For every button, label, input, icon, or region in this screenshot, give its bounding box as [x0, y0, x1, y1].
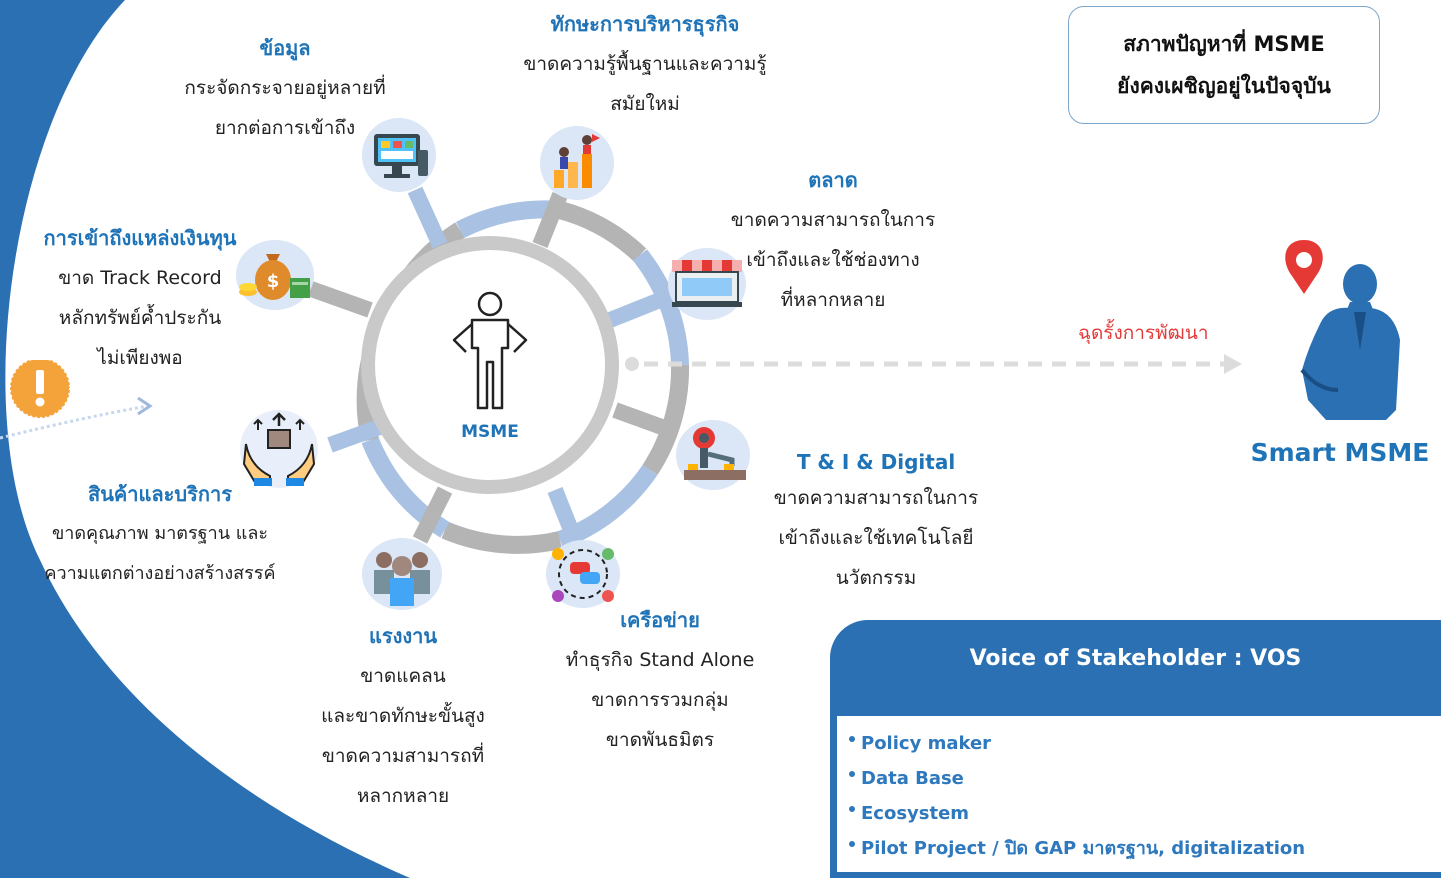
- bullet-icon: [849, 771, 855, 777]
- category-line: ทำธุรกิจ Stand Alone: [565, 649, 755, 671]
- network-chat-icon: [546, 540, 620, 608]
- category-line: เข้าถึงและใช้ช่องทาง: [746, 249, 920, 271]
- category-finance: การเข้าถึงแหล่งเงินทุน ขาด Track Record …: [20, 222, 260, 378]
- category-line: ขาดการรวมกลุ่ม: [591, 689, 729, 711]
- vos-item-text: Ecosystem: [861, 803, 970, 824]
- exclamation-icon: [0, 360, 153, 440]
- vos-item-text: Data Base: [861, 768, 964, 789]
- problem-box: สภาพปัญหาที่ MSME ยังคงเผชิญอยู่ในปัจจุบ…: [1068, 6, 1380, 124]
- category-product: สินค้าและบริการ ขาดคุณภาพ มาตรฐาน และ คว…: [10, 478, 310, 594]
- category-title: สินค้าและบริการ: [88, 482, 232, 506]
- problem-line-1: สภาพปัญหาที่ MSME: [1123, 32, 1325, 56]
- category-line: เข้าถึงและใช้เทคโนโลยี: [778, 527, 974, 549]
- problem-line-2: ยังคงเผชิญอยู่ในปัจจุบัน: [1117, 74, 1331, 98]
- hands-box-icon: [240, 410, 318, 488]
- category-tech: T & I & Digital ขาดความสามารถในการ เข้าถ…: [756, 450, 996, 598]
- category-line: และขาดทักษะขั้นสูง: [321, 705, 485, 727]
- vos-item: Pilot Project / ปิด GAP มาตรฐาน, digital…: [849, 831, 1441, 866]
- category-line: หลักทรัพย์ค้ำประกัน: [58, 307, 222, 329]
- category-line: หลากหลาย: [356, 785, 450, 807]
- category-line: ที่หลากหลาย: [780, 289, 886, 311]
- category-market: ตลาด ขาดความสามารถในการ เข้าถึงและใช้ช่อ…: [716, 164, 950, 320]
- category-business: ทักษะการบริหารธุรกิจ ขาดความรู้พื้นฐานแล…: [480, 8, 810, 124]
- category-title: ตลาด: [808, 168, 858, 192]
- category-line: สมัยใหม่: [610, 93, 680, 115]
- vos-item: Data Base: [849, 761, 1441, 796]
- vos-title: Voice of Stakeholder : VOS: [969, 646, 1302, 671]
- category-line: ขาดความสามารถในการ: [773, 487, 979, 509]
- category-line: ขาดความรู้พื้นฐานและความรู้: [523, 53, 767, 75]
- category-title: ทักษะการบริหารธุรกิจ: [550, 12, 740, 36]
- category-line: ไม่เพียงพอ: [97, 347, 183, 369]
- category-labor: แรงงาน ขาดแคลน และขาดทักษะขั้นสูง ขาดควา…: [298, 620, 508, 816]
- vos-item: Policy maker: [849, 726, 1441, 761]
- category-line: นวัตกรรม: [835, 567, 917, 589]
- category-line: ขาดพันธมิตร: [605, 729, 715, 751]
- category-line: ขาดความสามารถที่: [321, 745, 485, 767]
- bullet-icon: [849, 736, 855, 742]
- category-line: ขาดคุณภาพ มาตรฐาน และ: [51, 523, 269, 544]
- smart-msme-label: Smart MSME: [1250, 438, 1430, 467]
- person-shrug-icon: [452, 291, 528, 410]
- bullet-icon: [849, 806, 855, 812]
- category-line: ยากต่อการเข้าถึง: [214, 117, 356, 139]
- vos-panel: Voice of Stakeholder : VOS Policy maker …: [830, 620, 1441, 878]
- vos-item-text: Pilot Project / ปิด GAP มาตรฐาน, digital…: [861, 838, 1306, 859]
- category-line: ขาดความสามารถในการ: [730, 209, 936, 231]
- vos-item: Ecosystem: [849, 796, 1441, 831]
- robot-arm-icon: [676, 420, 750, 490]
- category-line: ขาด Track Record: [58, 267, 222, 289]
- money-bag-icon: $: [236, 240, 314, 310]
- vos-list: Policy maker Data Base Ecosystem Pilot P…: [837, 716, 1441, 866]
- category-title: แรงงาน: [368, 624, 438, 648]
- category-line: ความแตกต่างอย่างสร้างสรรค์: [44, 563, 276, 584]
- computer-dashboard-icon: [362, 118, 436, 192]
- category-title: T & I & Digital: [796, 450, 956, 474]
- svg-text:$: $: [267, 271, 280, 292]
- category-title: ข้อมูล: [259, 36, 311, 60]
- bullet-icon: [849, 841, 855, 847]
- vos-list-box: Policy maker Data Base Ecosystem Pilot P…: [837, 716, 1441, 872]
- businessman-icon: [1285, 240, 1400, 420]
- hub-label: MSME: [461, 422, 519, 442]
- business-growth-icon: [540, 126, 614, 200]
- storefront-icon: [668, 248, 746, 320]
- vos-item-text: Policy maker: [861, 733, 992, 754]
- category-title: การเข้าถึงแหล่งเงินทุน: [43, 226, 237, 250]
- category-line: ขาดแคลน: [360, 665, 446, 687]
- category-data: ข้อมูล กระจัดกระจายอยู่หลายที่ ยากต่อการ…: [150, 32, 420, 148]
- development-arrow: [625, 354, 1242, 374]
- workers-group-icon: [362, 538, 442, 610]
- category-line: กระจัดกระจายอยู่หลายที่: [184, 77, 386, 99]
- category-title: เครือข่าย: [620, 608, 700, 632]
- category-network: เครือข่าย ทำธุรกิจ Stand Alone ขาดการรวม…: [540, 604, 780, 760]
- gap-label: ฉุดรั้งการพัฒนา: [1078, 322, 1209, 344]
